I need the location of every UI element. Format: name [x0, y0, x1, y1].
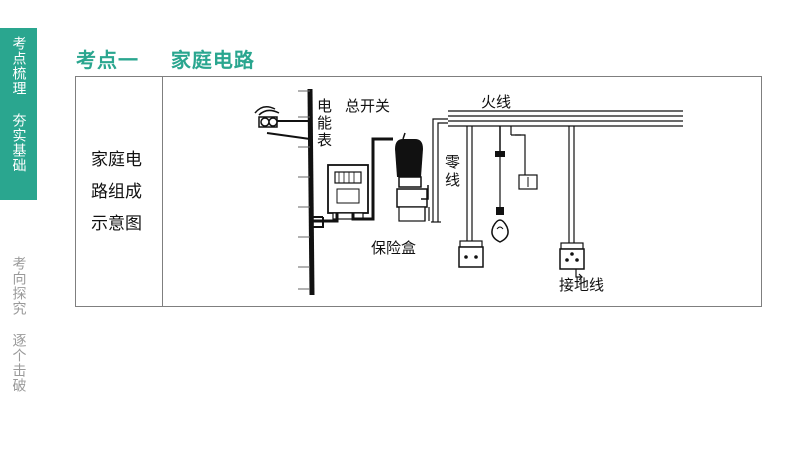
label-neutral-1: 零	[445, 153, 460, 171]
label-meter-2: 能	[317, 114, 332, 132]
row-label-cell: 家庭电路组成示意图	[76, 77, 163, 306]
figure-cell: 电 能 表 总开关 火线 零 线 保险盒 接地线	[163, 77, 761, 306]
electric-meter	[327, 164, 369, 220]
fuse-box	[396, 188, 428, 222]
label-neutral-2: 线	[445, 171, 460, 189]
label-live-wire: 火线	[481, 93, 511, 111]
label-meter-1: 电	[317, 97, 332, 115]
label-main-switch: 总开关	[345, 97, 390, 115]
page-title: 考点一 家庭电路	[76, 48, 255, 72]
wall	[298, 88, 315, 296]
neutral-wire	[424, 118, 448, 223]
label-meter-3: 表	[317, 131, 332, 149]
label-fuse-box: 保险盒	[371, 239, 416, 257]
live-wire	[448, 110, 683, 127]
outlet-1	[458, 126, 484, 268]
label-ground-wire: 接地线	[559, 276, 604, 294]
outlet-2	[559, 126, 585, 281]
main-switch	[395, 132, 423, 188]
row-label: 家庭电路组成示意图	[91, 149, 142, 234]
content-table: 家庭电路组成示意图	[75, 76, 762, 307]
lamp-switch	[510, 126, 538, 190]
light-bulb	[491, 126, 509, 243]
sidebar: 考点梳理 夯实基础 考向探究 逐个击破	[0, 0, 37, 450]
tab-review-basics[interactable]: 考点梳理 夯实基础	[0, 28, 37, 200]
household-circuit-diagram: 电 能 表 总开关 火线 零 线 保险盒 接地线	[254, 88, 683, 296]
tab-explore-topics[interactable]: 考向探究 逐个击破	[10, 256, 27, 393]
insulator	[254, 106, 311, 140]
